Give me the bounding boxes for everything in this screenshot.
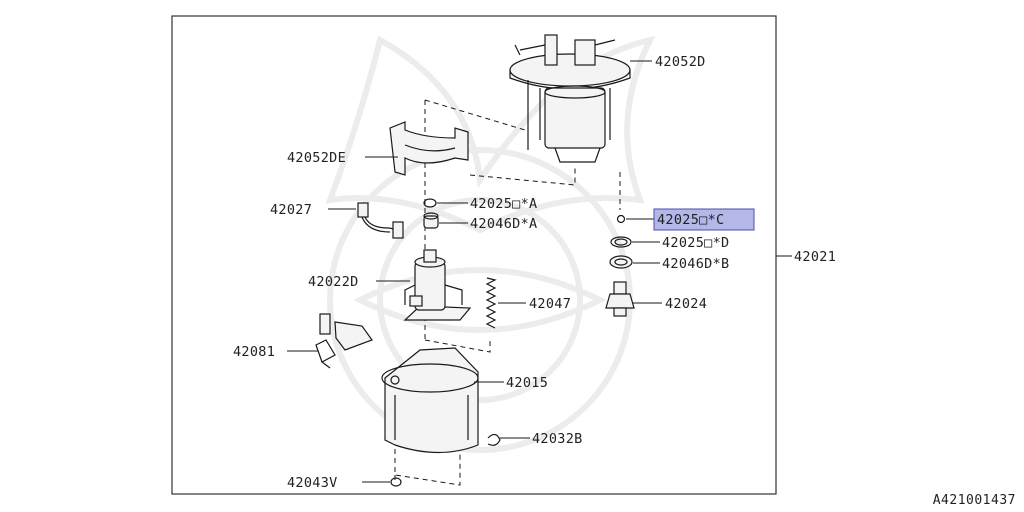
label-42025a[interactable]: 42025□*A — [470, 196, 537, 212]
label-42025d[interactable]: 42025□*D — [662, 235, 729, 251]
highlight-42025c — [653, 208, 755, 231]
watermark-emblem — [325, 35, 656, 453]
part-42025c-ring[interactable] — [616, 214, 626, 224]
label-42032b[interactable]: 42032B — [532, 431, 583, 447]
label-42046b[interactable]: 42046D*B — [662, 256, 729, 272]
part-42081-level-sensor[interactable] — [315, 313, 373, 369]
part-42025d-ring-inner — [614, 238, 628, 246]
label-42022d[interactable]: 42022D — [308, 274, 359, 290]
label-42052de[interactable]: 42052DE — [287, 150, 346, 166]
label-42052d[interactable]: 42052D — [655, 54, 706, 70]
part-42046a-cushion[interactable] — [423, 212, 439, 229]
label-42043v[interactable]: 42043V — [287, 475, 338, 491]
label-42025c[interactable]: 42025□*C — [657, 212, 724, 228]
label-42046a[interactable]: 42046D*A — [470, 216, 537, 232]
part-42052d-flange[interactable] — [509, 34, 631, 163]
part-42025d-ring[interactable] — [610, 236, 632, 248]
diagram-frame — [171, 15, 777, 495]
part-42027-harness[interactable] — [357, 202, 404, 239]
label-42027[interactable]: 42027 — [270, 202, 312, 218]
label-42015[interactable]: 42015 — [506, 375, 548, 391]
part-42015-reservoir[interactable] — [381, 347, 479, 454]
part-42032b-clip[interactable] — [487, 433, 501, 446]
part-42047-spring[interactable] — [485, 277, 497, 329]
part-42052de-bracket[interactable] — [389, 121, 469, 176]
part-42025a-ring[interactable] — [423, 198, 437, 208]
part-42024-regulator[interactable] — [605, 281, 635, 317]
part-42046b-cushion[interactable] — [609, 255, 633, 269]
part-42022d-pump[interactable] — [403, 249, 472, 321]
part-42043v-filter[interactable] — [390, 477, 402, 487]
diagram-reference-code: A421001437 — [932, 493, 1016, 508]
label-42024[interactable]: 42024 — [665, 296, 707, 312]
label-42021[interactable]: 42021 — [794, 249, 836, 265]
label-42047[interactable]: 42047 — [529, 296, 571, 312]
label-42081[interactable]: 42081 — [233, 344, 275, 360]
